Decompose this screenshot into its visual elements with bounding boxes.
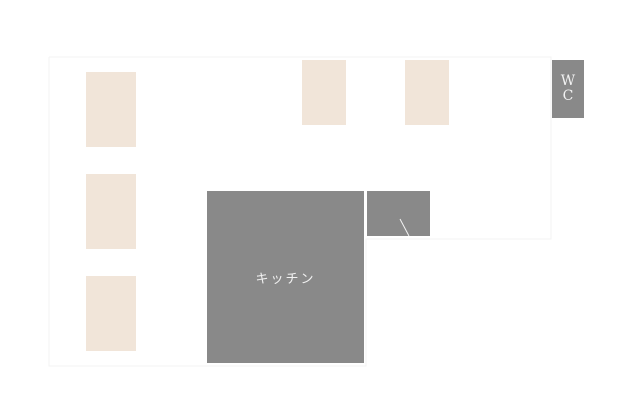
wc-label-c: C: [562, 88, 574, 104]
counter-block: [367, 191, 430, 236]
kitchen-area: キッチン: [207, 191, 364, 363]
table-left-2: [86, 174, 136, 249]
wc-label-w: W: [560, 73, 576, 89]
table-top-2: [405, 60, 449, 125]
table-top-1: [302, 60, 346, 125]
restroom: W C: [552, 60, 584, 118]
kitchen-label: キッチン: [255, 271, 316, 287]
table-left-3: [86, 276, 136, 351]
door-swing-line: [399, 218, 410, 236]
table-left-1: [86, 72, 136, 147]
